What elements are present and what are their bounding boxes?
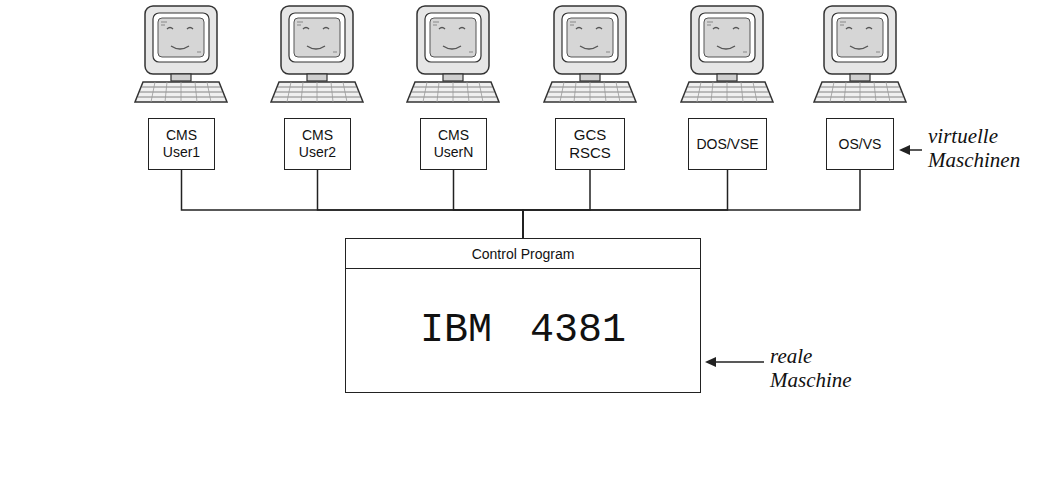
terminal bbox=[135, 6, 227, 102]
terminal bbox=[681, 6, 773, 102]
virtual-machine-box: OS/VS bbox=[826, 118, 894, 170]
virtual-machine-box: CMS User2 bbox=[284, 118, 351, 170]
bus-line bbox=[182, 170, 524, 238]
box-label: DOS/VSE bbox=[696, 136, 758, 153]
bus-line bbox=[523, 170, 728, 238]
virtual-machine-box: GCS RSCS bbox=[555, 118, 625, 170]
bus-line bbox=[318, 170, 524, 238]
leader-arrow bbox=[909, 149, 922, 151]
terminal bbox=[814, 6, 906, 102]
virtual-machine-box: CMS User1 bbox=[148, 118, 215, 170]
leader-arrow bbox=[716, 361, 764, 363]
bus-line bbox=[523, 170, 860, 238]
box-label: OS/VS bbox=[839, 136, 882, 153]
box-label: CMS UserN bbox=[426, 127, 481, 161]
terminal bbox=[407, 6, 499, 102]
machine-name: IBM 4381 bbox=[346, 269, 700, 392]
box-label: GCS RSCS bbox=[561, 126, 619, 162]
arrow-head bbox=[705, 357, 716, 367]
virtual-machine-box: CMS UserN bbox=[420, 118, 487, 170]
machine-box: Control ProgramIBM 4381 bbox=[345, 238, 701, 393]
handwritten-note: reale Maschine bbox=[770, 344, 878, 392]
terminal bbox=[544, 6, 636, 102]
arrow-head bbox=[899, 145, 910, 155]
bus-line bbox=[523, 170, 590, 238]
box-label: CMS User1 bbox=[154, 127, 209, 161]
bus-line bbox=[454, 170, 524, 238]
box-label: CMS User2 bbox=[290, 127, 345, 161]
header-text: Control Program bbox=[346, 239, 700, 269]
virtual-machine-box: DOS/VSE bbox=[688, 118, 767, 170]
terminal bbox=[271, 6, 363, 102]
handwritten-note: virtuelle Maschinen bbox=[928, 124, 1050, 172]
